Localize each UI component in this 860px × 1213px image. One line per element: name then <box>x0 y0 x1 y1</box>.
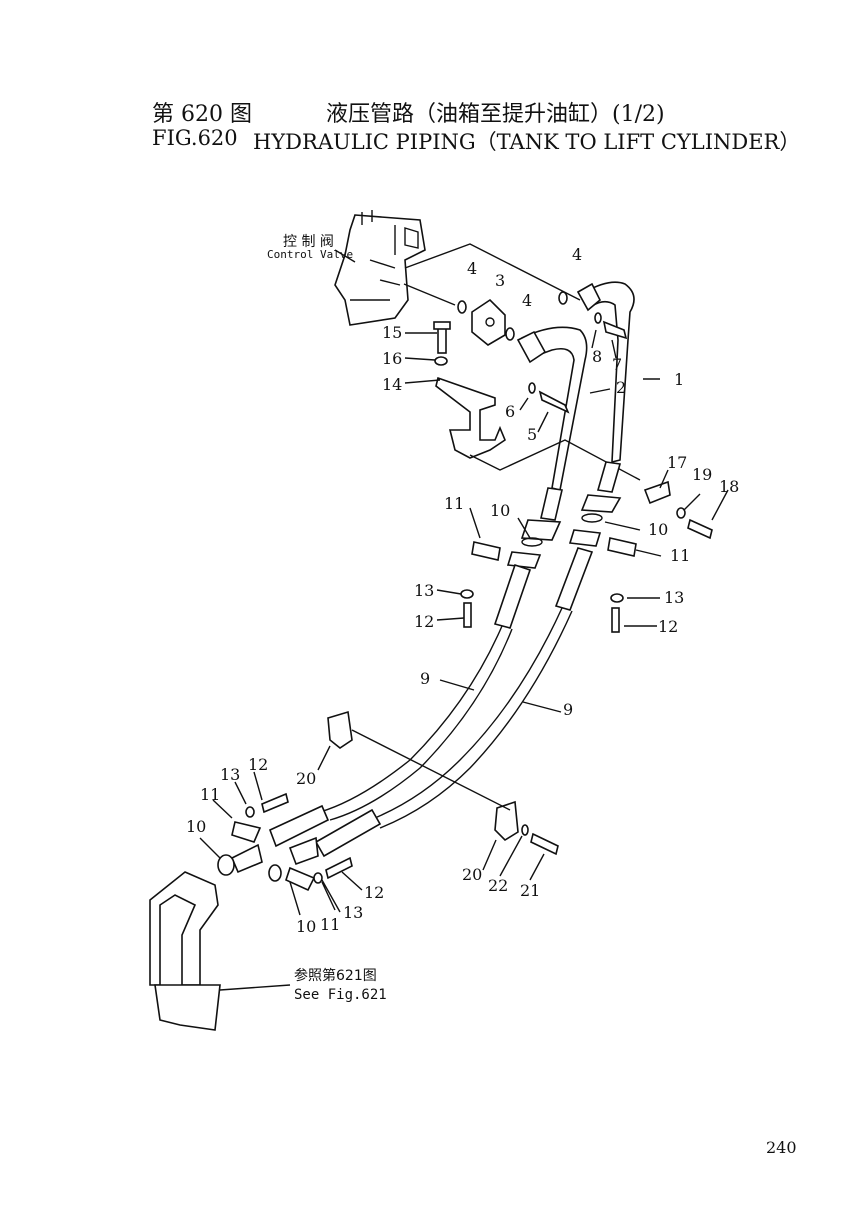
callout-12c: 12 <box>248 755 268 774</box>
control-valve-label-cn: 控 制 阀 <box>283 234 334 250</box>
callout-4b: 4 <box>522 291 532 310</box>
clamp-20b <box>494 800 519 842</box>
see-figure-cn: 参照第621图 <box>294 967 377 984</box>
callout-11c: 11 <box>200 785 220 804</box>
callout-18: 18 <box>719 477 739 496</box>
callout-12a: 12 <box>414 612 434 631</box>
callout-4c: 4 <box>572 245 582 264</box>
callout-1: 1 <box>674 370 684 389</box>
hose-fitting-left <box>520 487 563 541</box>
callout-22: 22 <box>488 876 508 895</box>
figure-title-en: HYDRAULIC PIPING（TANK TO LIFT CYLINDER） <box>253 130 801 154</box>
callout-7: 7 <box>612 355 622 374</box>
callout-10a: 10 <box>490 501 510 520</box>
callout-8: 8 <box>592 347 602 366</box>
callout-12b: 12 <box>658 617 678 636</box>
page-number: 240 <box>766 1138 797 1157</box>
callout-9a: 9 <box>420 669 430 688</box>
control-valve-drawing <box>334 210 426 326</box>
callout-10b: 10 <box>648 520 668 539</box>
callout-11b: 11 <box>670 546 690 565</box>
callout-16: 16 <box>382 349 402 368</box>
callout-17: 17 <box>667 453 687 472</box>
callout-11a: 11 <box>444 494 464 513</box>
callout-10d: 10 <box>296 917 316 936</box>
figure-title-cn: 液压管路（油箱至提升油缸）(1/2) <box>326 102 665 127</box>
callout-11d: 11 <box>320 915 340 934</box>
clamp-17 <box>643 480 671 505</box>
figure-number-cn: 第 620 图 <box>152 102 252 127</box>
o-ring-4b <box>505 327 515 341</box>
lift-cylinder-piping <box>149 871 221 1031</box>
o-ring-4a <box>457 300 467 314</box>
see-figure-en: See Fig.621 <box>294 987 387 1003</box>
callout-19: 19 <box>692 465 712 484</box>
callout-20b: 20 <box>462 865 482 884</box>
callout-14: 14 <box>382 375 402 394</box>
flange-block-3 <box>471 298 506 346</box>
clamp-20a <box>327 710 353 749</box>
pipe-2 <box>516 326 588 491</box>
callout-13d: 13 <box>343 903 363 922</box>
callout-3: 3 <box>495 271 505 290</box>
o-ring-4c <box>558 291 568 305</box>
callout-10c: 10 <box>186 817 206 836</box>
callout-2: 2 <box>616 378 626 397</box>
callout-6: 6 <box>505 402 515 421</box>
callout-9b: 9 <box>563 700 573 719</box>
callout-13a: 13 <box>414 581 434 600</box>
bracket-14 <box>435 376 506 459</box>
control-valve-label-en: Control Valve <box>267 248 353 261</box>
callout-15: 15 <box>382 323 402 342</box>
hose-9-left <box>319 563 532 821</box>
hose-fitting-right <box>580 461 622 513</box>
callout-21: 21 <box>520 881 540 900</box>
figure-number-en: FIG.620 <box>152 126 238 150</box>
pipe-1 <box>576 281 635 464</box>
callout-4a: 4 <box>467 259 477 278</box>
callout-13c: 13 <box>220 765 240 784</box>
callout-13b: 13 <box>664 588 684 607</box>
callout-20a: 20 <box>296 769 316 788</box>
callout-12d: 12 <box>364 883 384 902</box>
hose-9-right <box>369 547 594 829</box>
callout-5: 5 <box>527 425 537 444</box>
